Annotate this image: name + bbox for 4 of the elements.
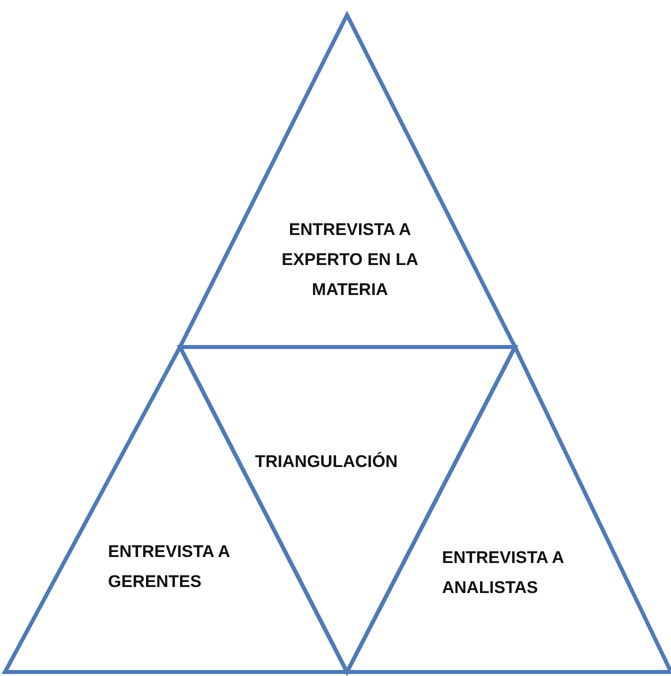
triangle-label: ENTREVISTA A ANALISTAS [442, 547, 565, 599]
triangle-label: TRIANGULACIÓN [255, 451, 399, 473]
triangle-label: ENTREVISTA A EXPERTO EN LA MATERIA [280, 219, 420, 301]
triangle-label: ENTREVISTA A GERENTES [108, 541, 231, 593]
